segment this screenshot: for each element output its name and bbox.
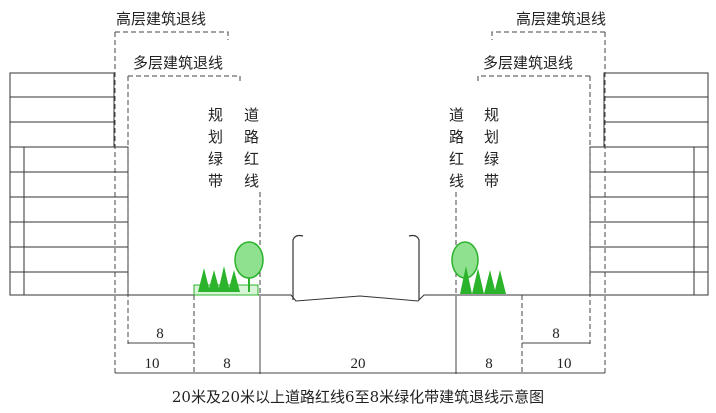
left-tree-icon xyxy=(218,266,230,292)
dimension-lines xyxy=(115,300,605,374)
ground-line xyxy=(10,294,708,302)
right-multi-story-setback-line xyxy=(477,75,590,84)
svg-text:规: 规 xyxy=(484,106,499,124)
road-red-line-label-right: 道 路 红 线 xyxy=(449,106,464,190)
svg-text:红: 红 xyxy=(244,150,259,168)
left-multi-story-building xyxy=(23,146,129,296)
planned-green-belt-label-right: 规 划 绿 带 xyxy=(484,106,499,190)
dim-left-high-rise-setback: 10 xyxy=(145,356,160,372)
svg-text:线: 线 xyxy=(449,172,464,190)
setback-lines xyxy=(114,31,606,374)
dim-right-high-rise-setback: 10 xyxy=(557,356,572,372)
right-high-rise-setback-line xyxy=(491,31,605,40)
right-tree-icon xyxy=(460,266,472,294)
svg-text:道: 道 xyxy=(449,106,464,124)
left-multi-story-setback-label: 多层建筑退线 xyxy=(133,54,223,72)
svg-text:绿: 绿 xyxy=(208,150,223,168)
svg-text:规: 规 xyxy=(208,106,223,124)
svg-text:绿: 绿 xyxy=(484,150,499,168)
right-multi-story-building xyxy=(589,146,695,296)
left-tree-icon xyxy=(198,268,210,292)
svg-text:带: 带 xyxy=(484,172,499,190)
left-street-lamp-icon xyxy=(292,234,304,300)
svg-text:带: 带 xyxy=(208,172,223,190)
left-high-rise-setback-line xyxy=(115,31,229,40)
dim-right-multi-story-setback: 8 xyxy=(552,326,560,342)
diagram-caption: 20米及20米以上道路红线6至8米绿化带建筑退线示意图 xyxy=(172,388,544,406)
svg-text:路: 路 xyxy=(449,128,464,146)
right-tree-icon xyxy=(484,270,496,294)
svg-text:道: 道 xyxy=(244,106,259,124)
dim-left-multi-story-setback: 8 xyxy=(156,326,164,342)
dim-road-width: 20 xyxy=(351,356,366,372)
left-tree-icon xyxy=(208,270,220,292)
right-high-rise-setback-label: 高层建筑退线 xyxy=(516,10,606,28)
right-multi-story-setback-label: 多层建筑退线 xyxy=(483,54,573,72)
right-green-belt xyxy=(451,241,523,374)
right-tree-icon xyxy=(472,268,484,294)
dim-right-green-belt: 8 xyxy=(485,356,493,372)
svg-text:划: 划 xyxy=(208,128,223,146)
street-lamps xyxy=(292,234,420,300)
road-red-line-label-left: 道 路 红 线 xyxy=(244,106,259,190)
svg-text:划: 划 xyxy=(484,128,499,146)
svg-text:线: 线 xyxy=(244,172,259,190)
svg-text:红: 红 xyxy=(449,150,464,168)
left-multi-story-setback-line xyxy=(128,75,241,84)
left-tree-icon xyxy=(228,270,240,292)
left-green-belt xyxy=(193,241,264,374)
left-high-rise-setback-label: 高层建筑退线 xyxy=(116,10,206,28)
left-broadleaf-tree-icon xyxy=(234,241,264,279)
right-tree-icon xyxy=(494,270,506,294)
right-street-lamp-icon xyxy=(408,234,420,300)
planned-green-belt-label-left: 规 划 绿 带 xyxy=(208,106,223,190)
svg-text:路: 路 xyxy=(244,128,259,146)
dim-left-green-belt: 8 xyxy=(223,356,231,372)
